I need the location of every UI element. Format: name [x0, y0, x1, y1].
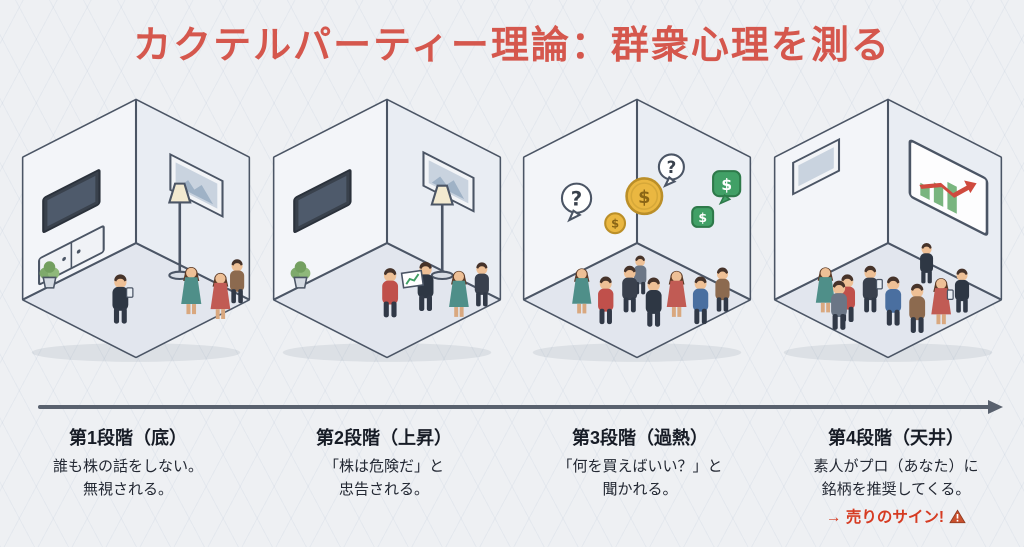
- phone-icon: [946, 289, 954, 300]
- svg-text:$: $: [611, 216, 619, 230]
- stage-2-label: 第2段階（上昇） 「株は危険だ」と 忠告される。: [256, 424, 512, 527]
- room-shell: [21, 98, 251, 359]
- tv-icon: [292, 169, 352, 233]
- stage-1-illustration: [21, 98, 251, 362]
- chart-paper-icon: [400, 269, 424, 289]
- plant-icon: [39, 261, 60, 289]
- page-title: カクテルパーティー理論：群衆心理を測る: [133, 25, 891, 67]
- timeline-arrow: [38, 400, 1003, 414]
- svg-text:?: ?: [571, 188, 582, 211]
- stage-labels-row: 第1段階（底） 誰も株の話をしない。 無視される。 第2段階（上昇） 「株は危険…: [0, 424, 1024, 527]
- dollar-bubble-icon: $: [691, 206, 715, 228]
- svg-text:$: $: [699, 210, 708, 225]
- rooms-row: ? ? $ $ $ $: [16, 94, 1008, 365]
- stage-description-line: 誰も株の話をしない。: [52, 458, 203, 475]
- stage-3-label: 第3段階（過熱） 「何を買えばいい？」と 聞かれる。: [512, 424, 768, 527]
- floor-lamp-icon: [430, 184, 454, 281]
- svg-text:$: $: [638, 188, 650, 208]
- svg-text:?: ?: [667, 158, 677, 177]
- stage-description-line: 聞かれる。: [602, 480, 678, 498]
- phone-icon: [875, 278, 883, 290]
- picture-frame-icon: [792, 137, 841, 196]
- svg-text:$: $: [722, 175, 733, 194]
- stage-4-illustration: [773, 98, 1003, 362]
- room-shell: [272, 98, 501, 359]
- stage-1-label: 第1段階（底） 誰も株の話をしない。 無視される。: [0, 424, 256, 527]
- sell-signal-alert: → 売りのサイン!: [826, 505, 966, 527]
- question-bubble-icon: ?: [561, 182, 593, 223]
- stage-description-line: 銘柄を推奨してくる。: [821, 480, 971, 498]
- stage-heading: 第4段階（天井）: [827, 428, 964, 448]
- stage-description-line: 素人がプロ（あなた）に: [813, 458, 979, 475]
- question-bubble-icon: ?: [658, 153, 686, 188]
- stage-heading: 第1段階（底）: [68, 428, 187, 448]
- room-shell: [523, 98, 752, 359]
- stage-description-line: 忠告される。: [338, 480, 429, 498]
- stage-4-label: 第4段階（天井） 素人がプロ（あなた）に 銘柄を推奨してくる。 → 売りのサイン…: [768, 424, 1024, 527]
- coin-icon: $: [604, 212, 627, 235]
- dollar-bubble-icon: $: [712, 170, 742, 206]
- stage-heading: 第2段階（上昇）: [315, 428, 452, 448]
- sell-signal-text: → 売りのサイン!: [826, 509, 944, 526]
- stage-2-illustration: [272, 98, 501, 362]
- stage-description-line: 「何を買えばいい？」と: [557, 458, 723, 475]
- stage-description-line: 無視される。: [82, 480, 173, 498]
- plant-icon: [290, 261, 311, 289]
- phone-icon: [125, 287, 134, 298]
- chart-screen-icon: [908, 139, 989, 236]
- warning-icon: [949, 508, 966, 523]
- picture-frame-icon: [169, 152, 224, 219]
- stage-heading: 第3段階（過熱）: [571, 428, 708, 448]
- tv-icon: [42, 169, 101, 233]
- stage-description-line: 「株は危険だ」と: [323, 458, 444, 475]
- coin-icon: $: [625, 177, 664, 216]
- stage-3-illustration: ? ? $ $ $ $: [523, 98, 752, 362]
